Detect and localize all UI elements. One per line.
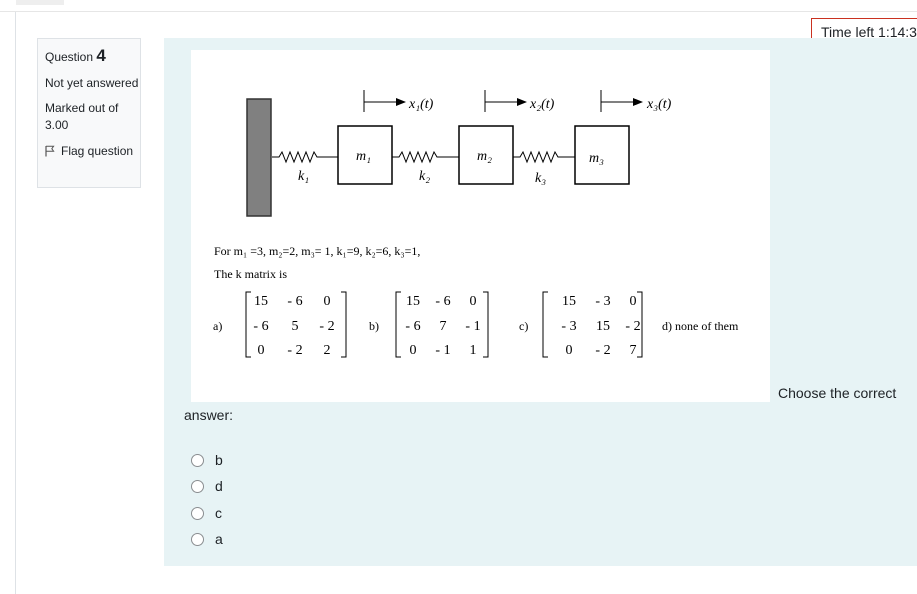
radio-button[interactable] xyxy=(191,453,204,467)
displacement-arrow-x2 xyxy=(484,90,527,112)
wall xyxy=(246,98,272,217)
answer-label: answer: xyxy=(184,407,234,423)
matrix-cell: 0 xyxy=(258,343,265,358)
m2-label: m₂ xyxy=(477,149,492,164)
timer-label: Time left 1:14:3 xyxy=(821,24,917,40)
question-number: Question 4 xyxy=(45,46,140,66)
matrix-cell: - 6 xyxy=(287,294,302,309)
flag-question-link[interactable]: Flag question xyxy=(45,144,140,158)
choose-text: Choose the correct xyxy=(778,385,897,401)
x1-label: x₁(t) xyxy=(408,97,434,112)
mass-m3 xyxy=(574,125,630,185)
k-matrix-prompt: The k matrix is xyxy=(214,267,287,281)
option-label: c xyxy=(215,505,222,521)
matrix-cell: 0 xyxy=(566,343,573,358)
matrix-cell: - 6 xyxy=(435,294,450,309)
option-d[interactable]: d xyxy=(191,478,223,494)
k2-label: k₂ xyxy=(419,169,430,184)
spring-k2 xyxy=(392,150,459,164)
matrix-cell: 5 xyxy=(292,319,299,334)
m1-label: m₁ xyxy=(356,149,371,164)
matrix-cell: - 2 xyxy=(287,343,302,358)
matrix-left-bracket xyxy=(395,291,401,358)
matrix-cell: - 6 xyxy=(253,319,268,334)
matrix-cell: 2 xyxy=(324,343,331,358)
matrix-cell: - 1 xyxy=(465,319,480,334)
matrix-cell: 7 xyxy=(440,319,447,334)
matrix-cell: - 2 xyxy=(595,343,610,358)
matrix-cell: - 2 xyxy=(625,319,640,334)
matrix-cell: 15 xyxy=(406,294,420,309)
k3-label: k₃ xyxy=(535,171,546,186)
option-b[interactable]: b xyxy=(191,452,223,468)
radio-button[interactable] xyxy=(191,532,204,546)
m3-label: m₃ xyxy=(589,151,604,166)
matrix-cell: 0 xyxy=(410,343,417,358)
matrix-cell: - 3 xyxy=(561,319,576,334)
matrix-option-label: c) xyxy=(519,319,528,333)
displacement-arrow-x3 xyxy=(600,90,643,112)
matrix-cell: 0 xyxy=(324,294,331,309)
matrix-cell: 0 xyxy=(630,294,637,309)
k1-label: k₁ xyxy=(298,169,309,184)
spring-k3 xyxy=(513,150,575,164)
spring-k1 xyxy=(272,150,338,164)
radio-button[interactable] xyxy=(191,479,204,493)
question-number-value: 4 xyxy=(96,46,106,65)
option-label: b xyxy=(215,452,223,468)
flag-question-label: Flag question xyxy=(61,144,134,158)
matrix-right-bracket xyxy=(637,291,643,358)
option-label: d xyxy=(215,478,223,494)
matrix-cell: - 6 xyxy=(405,319,420,334)
matrix-cell: 15 xyxy=(254,294,268,309)
option-label: a xyxy=(215,531,223,547)
top-divider xyxy=(0,11,917,12)
matrix-cell: 0 xyxy=(470,294,477,309)
matrix-cell: 15 xyxy=(562,294,576,309)
matrix-cell: - 1 xyxy=(435,343,450,358)
mass-m1 xyxy=(337,125,393,185)
option-c[interactable]: c xyxy=(191,505,222,521)
matrix-cell: 15 xyxy=(596,319,610,334)
matrix-option-label: a) xyxy=(213,319,222,333)
question-info-panel: Question 4 Not yet answered Marked out o… xyxy=(37,38,141,188)
question-figure: x₁(t) x₂(t) x₃(t) m₁ m₂ m₃ k₁ k₂ k₃ For … xyxy=(213,90,739,358)
mass-m2 xyxy=(458,125,514,185)
option-a[interactable]: a xyxy=(191,531,223,547)
top-tab-stub xyxy=(16,0,64,5)
flag-icon xyxy=(45,145,55,157)
option-none-text: d) none of them xyxy=(662,319,739,333)
matrix-cell: - 3 xyxy=(595,294,610,309)
matrix-right-bracket xyxy=(341,291,347,358)
question-grade: Marked out of 3.00 xyxy=(45,101,119,132)
matrix-cell: 1 xyxy=(470,343,477,358)
matrix-option-label: b) xyxy=(369,319,379,333)
matrix-right-bracket xyxy=(483,291,489,358)
question-prefix: Question xyxy=(45,50,94,64)
matrix-options: a) 15 - 6 0 - 6 5 - 2 0 - 2 2 b) 15 - 6 0 - 6 7 - 1 0 - 1 1… xyxy=(213,291,643,358)
matrix-cell: - 2 xyxy=(319,319,334,334)
x3-label: x₃(t) xyxy=(646,97,672,112)
matrix-left-bracket xyxy=(245,291,251,358)
displacement-arrow-x1 xyxy=(363,90,406,112)
left-divider xyxy=(15,12,16,594)
matrix-cell: 7 xyxy=(630,343,637,358)
matrix-left-bracket xyxy=(542,291,548,358)
question-state: Not yet answered xyxy=(45,76,139,90)
given-values: For m₁ =3, m₂=2, m₃= 1, k₁=9, k₂=6, k₃=1… xyxy=(214,244,420,258)
radio-button[interactable] xyxy=(191,506,204,520)
question-text-panel: x₁(t) x₂(t) x₃(t) m₁ m₂ m₃ k₁ k₂ k₃ For … xyxy=(191,50,770,402)
x2-label: x₂(t) xyxy=(529,97,555,112)
